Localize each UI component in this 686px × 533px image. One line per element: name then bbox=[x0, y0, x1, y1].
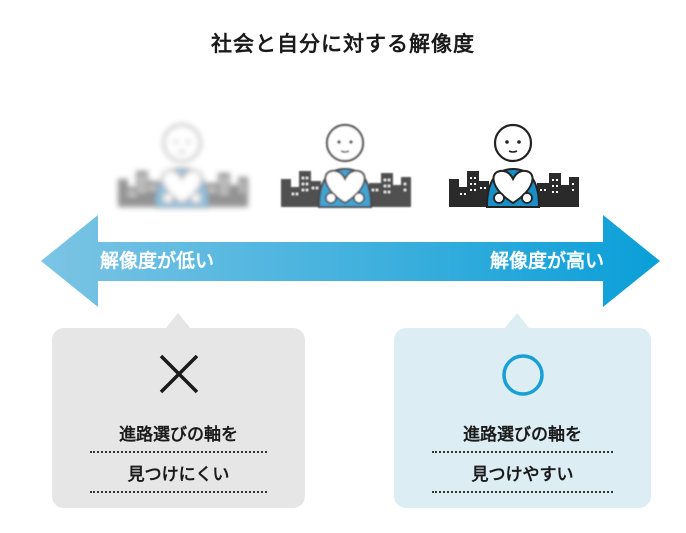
high-card-text-line-2: 見つけやすい bbox=[432, 460, 613, 493]
low-card-text-line-2: 見つけにくい bbox=[90, 460, 267, 493]
low-resolution-label: 解像度が低い bbox=[100, 250, 215, 272]
diagram-title: 社会と自分に対する解像度 bbox=[211, 32, 475, 56]
low-card-text-line-1: 進路選びの軸を bbox=[90, 420, 267, 453]
low-resolution-card: 進路選びの軸を 見つけにくい bbox=[52, 313, 305, 508]
card-pointer bbox=[165, 313, 191, 329]
person-city-blurred-icon bbox=[116, 123, 250, 209]
card-pointer bbox=[504, 313, 530, 329]
high-resolution-label: 解像度が高い bbox=[489, 250, 604, 272]
person-city-semiclear-icon bbox=[279, 123, 413, 209]
person-city-clear-icon bbox=[447, 123, 581, 209]
circle-mark-icon bbox=[501, 354, 544, 396]
cross-mark-icon bbox=[159, 354, 198, 394]
resolution-double-arrow bbox=[41, 215, 660, 307]
high-resolution-card: 進路選びの軸を 見つけやすい bbox=[394, 313, 651, 508]
high-card-text-line-1: 進路選びの軸を bbox=[432, 420, 613, 453]
